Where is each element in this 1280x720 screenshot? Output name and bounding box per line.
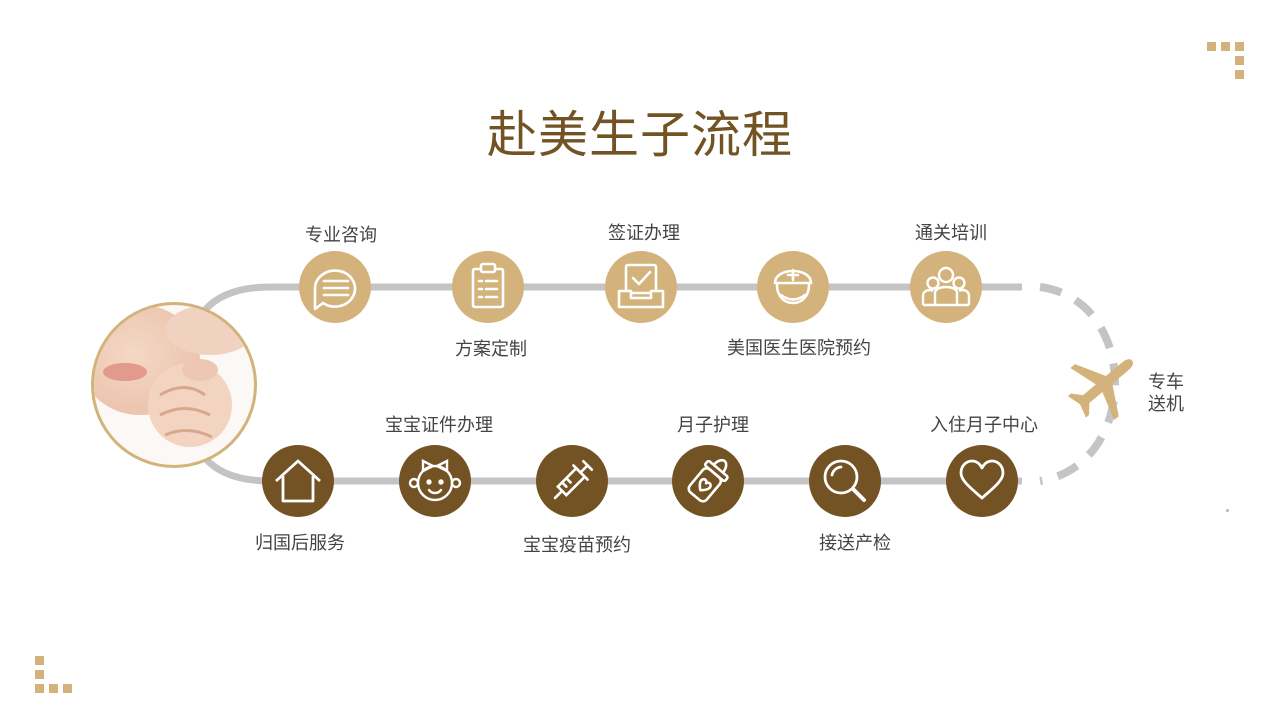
step-label-hospital: 美国医生医院预约 (727, 338, 871, 359)
heart-icon (959, 459, 1005, 500)
step-label-consult: 专业咨询 (305, 225, 377, 246)
step-icon-baby-documents (399, 445, 471, 517)
step-label-training: 通关培训 (915, 223, 987, 244)
step-label-baby-documents: 宝宝证件办理 (385, 415, 493, 436)
step-label-plan: 方案定制 (455, 339, 527, 360)
step-icon-visa (605, 251, 677, 323)
step-label-checkup: 接送产检 (819, 533, 891, 554)
track-dashed-return (1039, 283, 1119, 485)
clipboard-icon (471, 262, 505, 309)
step-icon-after-return (262, 445, 334, 517)
step-icon-plan (452, 251, 524, 323)
step-label-confinement: 入住月子中心 (930, 415, 1038, 436)
step-icon-confinement (946, 445, 1018, 517)
step-label-postpartum: 月子护理 (677, 415, 749, 436)
home-icon (275, 459, 321, 503)
airplane-icon (1067, 359, 1134, 421)
baby-hand-photo-icon (91, 302, 257, 468)
baby-face-icon (408, 459, 462, 502)
step-icon-postpartum (672, 445, 744, 517)
step-icon-consult (299, 251, 371, 323)
step-icon-vaccine (536, 445, 608, 517)
page-title: 赴美生子流程 (487, 106, 793, 164)
step-icon-checkup (809, 445, 881, 517)
step-icon-training (910, 251, 982, 323)
syringe-icon (553, 459, 594, 500)
step-label-after-return: 归国后服务 (255, 533, 345, 554)
inbox-check-icon (617, 263, 665, 309)
step-label-visa: 签证办理 (608, 223, 680, 244)
step-icon-hospital (757, 251, 829, 323)
step-label-airport-transfer: 专车 送机 (1148, 372, 1188, 416)
plane-label-line1: 专车 (1148, 372, 1184, 393)
group-icon (921, 266, 971, 307)
step-label-vaccine: 宝宝疫苗预约 (523, 535, 631, 556)
chat-bubble-icon (313, 269, 357, 311)
baby-bottle-icon (687, 458, 729, 503)
magnifier-icon (823, 459, 866, 502)
nurse-icon (773, 268, 813, 305)
plane-label-line2: 送机 (1148, 394, 1184, 415)
track-top (202, 283, 1022, 313)
decorative-dot (1226, 509, 1229, 512)
